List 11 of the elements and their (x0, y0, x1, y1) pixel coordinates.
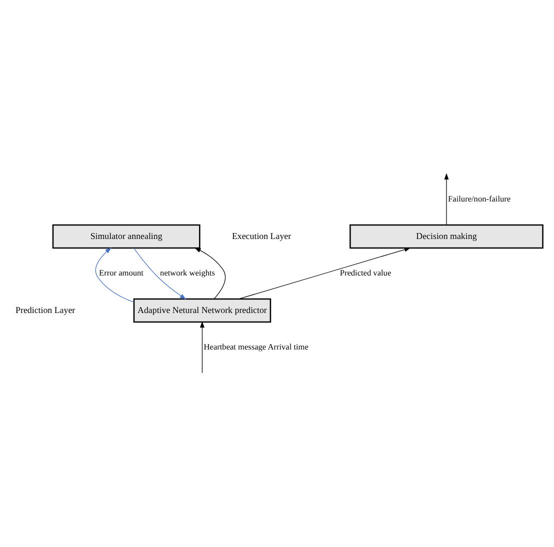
arrow (444, 173, 449, 226)
arrow (238, 247, 411, 300)
node-box: Simulator annealing (52, 224, 200, 249)
node-box: Adaptive Netural Network predictor (133, 298, 272, 323)
arrow (95, 247, 134, 302)
arrow (133, 248, 186, 300)
arrow (194, 248, 226, 300)
label: Prediction Layer (16, 304, 76, 315)
node-box: Decision making (350, 224, 544, 249)
label: Execution Layer (232, 230, 292, 241)
arrow (200, 321, 204, 374)
